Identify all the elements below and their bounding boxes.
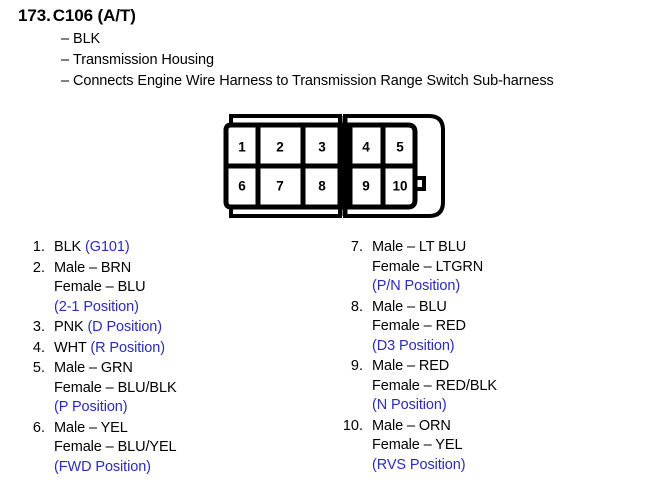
pin-list-item: 3. PNK (D Position) xyxy=(20,318,320,338)
pin-list-item-index: 3. xyxy=(32,319,45,335)
pin-wire-color: Female – LTGRN xyxy=(372,258,484,275)
pin-list-item-index: 7. xyxy=(350,239,363,255)
pin-number-5: 5 xyxy=(396,140,404,155)
pin-wire-color: Male – YEL xyxy=(54,419,128,436)
dash-marker: – xyxy=(61,31,69,47)
pin-position-label: (2-1 Position) xyxy=(54,298,139,315)
pin-wire-and-position: BLK (G101) xyxy=(54,238,130,258)
pin-list-item: 4. WHT (R Position) xyxy=(20,339,320,359)
pin-list-item-body: Male – GRN Female – BLU/BLK (P Position) xyxy=(54,359,177,418)
pin-position-label: (D Position) xyxy=(87,319,162,335)
connector-number: 173. xyxy=(18,6,51,25)
connector-name: C106 (A/T) xyxy=(52,6,136,25)
pin-number-7: 7 xyxy=(276,179,284,194)
pin-position-label: (RVS Position) xyxy=(372,456,466,473)
pin-list-item-body: Male – RED Female – RED/BLK (N Position) xyxy=(372,357,497,416)
pin-list-item-index: 10. xyxy=(342,417,363,434)
pin-number-9: 9 xyxy=(362,179,370,194)
pin-list-item-body: PNK (D Position) xyxy=(54,318,162,338)
pin-wire-color: WHT xyxy=(54,339,91,356)
pin-list-item-index: 8. xyxy=(350,298,363,315)
pin-number-10: 10 xyxy=(392,179,407,194)
pin-position-label: (D3 Position) xyxy=(372,337,455,354)
pin-list-left-column: 1. BLK (G101) 2. Male – BRN Female – BLU (2-1… xyxy=(20,238,320,478)
spec-text: Connects Engine Wire Harness to Transmis… xyxy=(73,73,554,89)
pin-list-item-index: 1. xyxy=(32,239,45,255)
pin-wire-color: Female – BLU/BLK xyxy=(54,379,177,396)
pin-number-6: 6 xyxy=(238,179,246,194)
page-title: 173. C106 (A/T) xyxy=(18,6,658,26)
pin-position-label: (P/N Position) xyxy=(372,278,461,294)
pin-list-item-index: 2. xyxy=(32,259,45,276)
pin-wire-and-position: WHT (R Position) xyxy=(54,339,165,359)
pin-wire-color: Male – BRN xyxy=(54,259,132,276)
pin-list-right-column: 7. Male – LT BLU Female – LTGRN (P/N Positi… xyxy=(338,238,658,476)
spec-text: BLK xyxy=(73,31,101,47)
pin-number-8: 8 xyxy=(318,179,326,194)
pin-list-item-body: Male – BLU Female – RED (D3 Position) xyxy=(372,298,466,357)
pin-number-4: 4 xyxy=(362,140,370,155)
pin-list-item-body: Male – LT BLU Female – LTGRN (P/N Position… xyxy=(372,238,483,297)
pin-list-item: 1. BLK (G101) xyxy=(20,238,320,258)
pin-wire-color: Male – ORN xyxy=(372,417,451,434)
spec-line-location: –Transmission Housing xyxy=(61,52,658,68)
pin-wire-color: Male – BLU xyxy=(372,298,447,315)
pin-wire-color: PNK xyxy=(54,319,88,335)
pin-list-item: 2. Male – BRN Female – BLU (2-1 Position) xyxy=(20,259,320,318)
pin-list-item-index: 9. xyxy=(350,358,363,374)
dash-marker: – xyxy=(61,52,69,68)
pin-list-item: 9. Male – RED Female – RED/BLK (N Position) xyxy=(338,357,658,416)
pin-wire-color: Male – LT BLU xyxy=(372,239,467,255)
dash-marker: – xyxy=(61,73,69,89)
pin-number-2: 2 xyxy=(276,140,284,155)
pin-list-item: 6. Male – YEL Female – BLU/YEL (FWD Positio… xyxy=(20,419,320,478)
connector-header: 173. C106 (A/T) –BLK –Transmission Housi… xyxy=(18,6,658,89)
pin-list-item: 5. Male – GRN Female – BLU/BLK (P Position) xyxy=(20,359,320,418)
pin-position-label: (P Position) xyxy=(54,399,128,415)
pin-list-item-body: WHT (R Position) xyxy=(54,339,165,359)
spec-line-color: –BLK xyxy=(61,31,658,47)
pin-list-item-body: Male – ORN Female – YEL (RVS Position) xyxy=(372,417,466,476)
pin-wire-color: Female – BLU xyxy=(54,279,146,295)
pin-list-item: 7. Male – LT BLU Female – LTGRN (P/N Positi… xyxy=(338,238,658,297)
pin-wire-color: Male – RED xyxy=(372,358,450,374)
pin-list-item-body: Male – YEL Female – BLU/YEL (FWD Position) xyxy=(54,419,177,478)
pin-position-label: (R Position) xyxy=(90,339,165,356)
spec-line-description: –Connects Engine Wire Harness to Transmi… xyxy=(61,73,658,89)
pin-list-item-body: Male – BRN Female – BLU (2-1 Position) xyxy=(54,259,146,318)
pin-number-3: 3 xyxy=(318,140,326,155)
pin-position-label: (N Position) xyxy=(372,397,447,413)
pin-position-label: (FWD Position) xyxy=(54,458,151,475)
pin-position-label: (G101) xyxy=(85,239,130,255)
pin-wire-color: Female – RED/BLK xyxy=(372,377,497,394)
spec-text: Transmission Housing xyxy=(73,52,214,68)
pin-list-item: 8. Male – BLU Female – RED (D3 Position) xyxy=(338,298,658,357)
pin-number-1: 1 xyxy=(238,140,246,155)
pin-wire-color: BLK xyxy=(54,239,86,255)
pin-wire-and-position: PNK (D Position) xyxy=(54,318,162,338)
pin-list-item-index: 4. xyxy=(32,339,45,356)
pin-wire-color: Female – BLU/YEL xyxy=(54,439,177,455)
pin-list-item-body: BLK (G101) xyxy=(54,238,130,258)
connector-outline-svg: 1 2 3 4 5 6 7 8 9 10 xyxy=(223,114,445,218)
connector-pinout-diagram: 1 2 3 4 5 6 7 8 9 10 xyxy=(212,114,458,218)
pin-list-item-index: 5. xyxy=(32,360,45,376)
pin-wire-color: Female – YEL xyxy=(372,437,463,453)
pin-wire-color: Female – RED xyxy=(372,318,466,334)
pin-wire-color: Male – GRN xyxy=(54,360,133,376)
pin-list-item-index: 6. xyxy=(32,419,45,436)
pin-list-item: 10. Male – ORN Female – YEL (RVS Position) xyxy=(338,417,658,476)
